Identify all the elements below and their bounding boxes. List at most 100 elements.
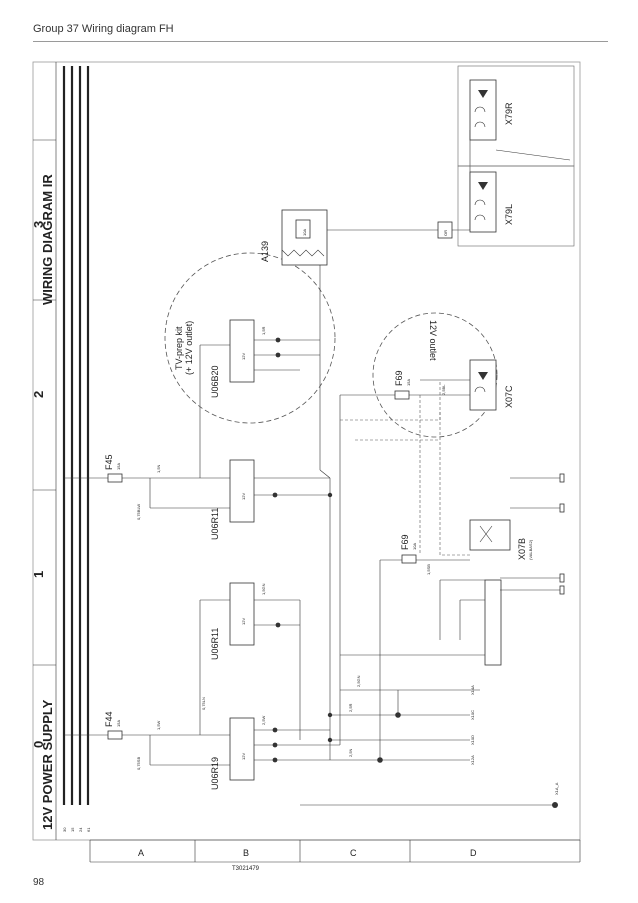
drawing-number: T3021479 [232, 866, 260, 872]
converter-u06r11-label: U06R11 [210, 628, 220, 660]
wire-code-9: 1,5SB [426, 564, 431, 575]
row-letter-b: B [243, 848, 249, 858]
node-r11b-1 [272, 492, 278, 498]
wire-code-1: 1,5W [156, 720, 161, 730]
terminal-x10c: X10C [470, 710, 475, 720]
connector-x79r-label: X79R [504, 102, 514, 125]
connector-x79l [469, 171, 497, 233]
column-number-0: 0 [31, 741, 46, 748]
connector-x79l-pins [474, 199, 486, 221]
relay-or-label: OR [443, 230, 448, 236]
module-a139-wave [281, 249, 325, 257]
connector-x79r-led [478, 90, 488, 98]
fuse-f45-rating: 15A [116, 463, 121, 470]
node-trunk-1 [327, 492, 333, 498]
fuse-f69-lower [401, 554, 417, 564]
converter-u06r19 [229, 717, 255, 781]
converter-u06b20 [229, 319, 255, 383]
terminal-x10d: X10D [470, 735, 475, 745]
fuse-f44-rating: 15A [116, 720, 121, 727]
page-number: 98 [33, 877, 45, 888]
fuse-f69-lower-label: F69 [400, 534, 410, 550]
row-letter-c: C [350, 848, 357, 858]
wire-code-4: 2,5N [348, 748, 353, 757]
module-a139-label: A139 [260, 241, 270, 262]
kit-boundary [164, 252, 336, 424]
kit-label-1: TV-prep kit [174, 326, 184, 370]
section-wiring-ir: WIRING DIAGRAM IR [40, 174, 55, 305]
wire-code-13: 2,5BL [441, 384, 446, 395]
term-stub-a [559, 473, 565, 483]
node-r11-1 [275, 622, 281, 628]
ground-label: X1A_A [554, 782, 559, 795]
bus-label-30: 30 [62, 827, 67, 832]
connector-x07c-pin [474, 386, 486, 393]
connector-x07c [469, 359, 497, 411]
module-a139-fuse [295, 219, 311, 239]
header-rule [33, 41, 608, 42]
wire-x79-ground [495, 149, 571, 161]
row-letter-d: D [470, 848, 477, 858]
converter-u06b20-label: U06B20 [210, 365, 220, 398]
fuse-f69-lower-rating: 10A [412, 543, 417, 550]
wire-code-6: 2,5W [261, 715, 266, 725]
fuse-f45-label: F45 [104, 454, 114, 470]
fuse-f69-upper-label: F69 [394, 370, 404, 386]
wire-code-5: 2,5GN [356, 675, 361, 687]
connector-x79r [469, 79, 497, 141]
connector-x07c-label: X07C [504, 385, 514, 408]
wire-code-8: 1,5R [261, 326, 266, 335]
fuse-f44-label: F44 [104, 711, 114, 727]
fuse-f69-upper-rating: 15A [406, 379, 411, 386]
fuse-f45 [107, 473, 123, 483]
connector-x79l-led [478, 182, 488, 190]
connector-x79l-label: X79L [504, 204, 514, 225]
node-b20-2 [275, 352, 281, 358]
column-number-3: 3 [31, 221, 46, 228]
x79l-housing [457, 165, 575, 247]
outlet-boundary [372, 312, 498, 438]
connector-x07b-label: X07B [517, 538, 527, 560]
connector-x07b-sub: (VALBAS2) [528, 539, 533, 560]
wire-code-3: 2,5R [348, 703, 353, 712]
fuse-f69-upper [394, 390, 410, 400]
term-stub-d [559, 585, 565, 595]
converter-u06r19-tag: 12V [241, 753, 246, 760]
converter-u06r11-tag: 12V [241, 618, 246, 625]
wire-code-12: 0,75BLW [136, 504, 141, 520]
wire-code-10: 0,75SB [136, 757, 141, 770]
converter-u06r11-b-label: U06R11 [210, 508, 220, 540]
node-r19-2 [272, 742, 278, 748]
converter-u06r11 [229, 582, 255, 646]
term-stub-b [559, 503, 565, 513]
converter-u06r19-label: U06R19 [210, 757, 220, 790]
converter-u06r11-b-tag: 12V [241, 493, 246, 500]
connector-d-block [484, 579, 502, 666]
wire-b20-join [319, 469, 331, 479]
fuse-f44 [107, 730, 123, 740]
terminal-x12a: X12A [470, 755, 475, 765]
page-header: Group 37 Wiring diagram FH [33, 23, 174, 35]
bus-label-15: 15 [70, 827, 75, 832]
column-number-1: 1 [31, 571, 46, 578]
ground-node [552, 802, 558, 808]
wire-code-7: 1,5GN [261, 583, 266, 595]
connector-x07b-cross [479, 525, 493, 543]
connector-x07c-led [478, 372, 488, 380]
converter-u06r11-b [229, 459, 255, 523]
connector-x79r-pins [474, 106, 486, 128]
module-a139-fuse-label: 10A [302, 229, 307, 236]
section-power-supply: 12V POWER SUPPLY [40, 699, 55, 830]
node-b20-1 [275, 337, 281, 343]
outlet-label: 12V outlet [428, 320, 438, 361]
node-r19-3 [272, 757, 278, 763]
wire-code-2: 1,5N [156, 464, 161, 473]
terminal-x14a: X14A [470, 685, 475, 695]
wire-code-11: 0,75LN [201, 697, 206, 710]
term-stub-c [559, 573, 565, 583]
kit-label-2: (+ 12V outlet) [184, 321, 194, 375]
converter-u06b20-tag: 12V [241, 353, 246, 360]
bus-label-24: 24 [78, 827, 83, 832]
connector-x07b [469, 519, 511, 551]
